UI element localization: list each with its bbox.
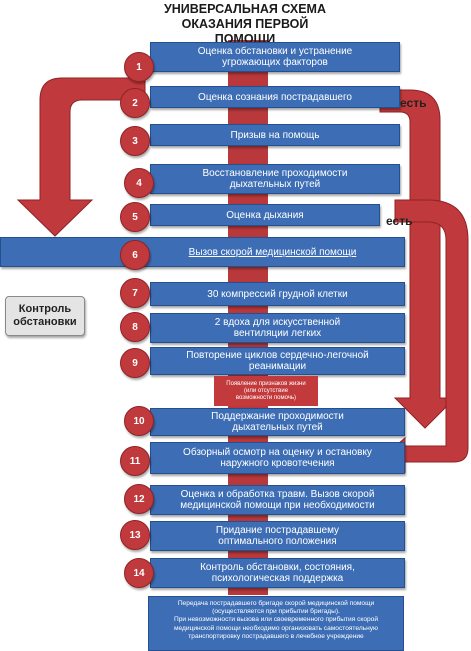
step-12-text-2: медицинской помощи при необходимости bbox=[180, 500, 375, 511]
step-9-text-2: реанимации bbox=[248, 361, 307, 372]
step-number-4: 4 bbox=[124, 168, 154, 198]
step-box-14: Контроль обстановки, состояния,психологи… bbox=[150, 558, 405, 588]
step-1-text-1: Оценка обстановки и устранение bbox=[197, 46, 353, 57]
step-3-text: Призыв на помощь bbox=[230, 129, 320, 141]
step-box-3: Призыв на помощь bbox=[150, 124, 400, 146]
footer-text-2: (осуществляется при прибытии бригады). bbox=[212, 608, 340, 616]
step-13-text-2: оптимального положения bbox=[218, 536, 337, 547]
step-5-text: Оценка дыхания bbox=[226, 209, 304, 221]
step-number-6: 6 bbox=[120, 240, 150, 270]
step-box-5: Оценка дыхания bbox=[150, 204, 380, 226]
step-number-8: 8 bbox=[120, 312, 150, 342]
yes-label-2: есть bbox=[386, 214, 413, 228]
signs-text-2: (или отсутствие bbox=[243, 387, 289, 394]
step-13-text-1: Придание пострадавшему bbox=[215, 525, 340, 536]
step-11-text-2: наружного кровотечения bbox=[220, 458, 335, 469]
cannot-eliminate-text-1: Не возможно bbox=[66, 58, 110, 65]
step-number-2: 2 bbox=[120, 88, 150, 118]
signs-of-life-label: Появление признаков жизни (или отсутстви… bbox=[214, 376, 318, 406]
step-box-6: Вызов скорой медицинской помощи bbox=[0, 237, 405, 267]
yes-label-1: есть bbox=[400, 96, 427, 110]
step-number-12: 12 bbox=[124, 484, 154, 514]
step-6-text: Вызов скорой медицинской помощи bbox=[188, 246, 357, 258]
cannot-eliminate-text-2: устранить bbox=[71, 66, 105, 73]
signs-text-3: возможности помочь) bbox=[235, 394, 297, 401]
step-number-10: 10 bbox=[124, 406, 154, 436]
kontrol-text-1: Контроль bbox=[18, 303, 72, 315]
step-1-text-2: угрожающих факторов bbox=[222, 57, 328, 68]
footer-text-4: медицинской помощи необходимо организова… bbox=[174, 624, 378, 632]
step-box-2: Оценка сознания пострадавшего bbox=[150, 86, 400, 108]
signs-text-1: Появление признаков жизни bbox=[226, 380, 306, 387]
breathing-yes-arrow bbox=[384, 199, 469, 474]
conscious-yes-arrow bbox=[379, 89, 457, 429]
step-14-text-2: психологическая поддержка bbox=[211, 573, 344, 584]
step-number-3: 3 bbox=[120, 126, 150, 156]
footer-text-5: транспортировку пострадавшего в лечебное… bbox=[188, 632, 364, 640]
step-number-13: 13 bbox=[120, 520, 150, 550]
step-12-text-1: Оценка и обработка травм. Вызов скорой bbox=[180, 489, 375, 500]
cannot-eliminate-label: Не возможно устранить bbox=[56, 58, 120, 74]
step-box-7: 30 компрессий грудной клетки bbox=[150, 282, 405, 306]
step-11-text-1: Обзорный осмотр на оценку и остановку bbox=[183, 447, 372, 458]
handover-footer: Передача пострадавшего бригаде скорой ме… bbox=[148, 596, 404, 651]
step-4-text-2: дыхательных путей bbox=[229, 179, 321, 190]
step-8-text-1: 2 вдоха для искусственной bbox=[214, 317, 341, 328]
step-10-text-1: Поддержание проходимости bbox=[211, 411, 344, 422]
step-10-text-2: дыхательных путей bbox=[232, 422, 323, 433]
step-7-text: 30 компрессий грудной клетки bbox=[207, 288, 348, 300]
kontrol-box: Контроль обстановки bbox=[5, 296, 85, 336]
step-2-text: Оценка сознания пострадавшего bbox=[198, 91, 352, 103]
step-number-5: 5 bbox=[120, 202, 150, 232]
title-line-1: УНИВЕРСАЛЬНАЯ СХЕМА bbox=[163, 2, 326, 16]
diagram-title: УНИВЕРСАЛЬНАЯ СХЕМА ОКАЗАНИЯ ПЕРВОЙ ПОМО… bbox=[150, 2, 340, 47]
step-number-9: 9 bbox=[120, 348, 150, 378]
step-14-text-1: Контроль обстановки, состояния, bbox=[200, 562, 355, 573]
cannot-eliminate-arrow bbox=[16, 60, 146, 237]
step-number-1: 1 bbox=[124, 52, 154, 82]
step-number-11: 11 bbox=[120, 446, 150, 476]
step-9-text-1: Повторение циклов сердечно-легочной bbox=[186, 350, 369, 361]
step-8-text-2: вентиляции легких bbox=[233, 328, 322, 339]
step-number-7: 7 bbox=[120, 278, 150, 308]
kontrol-text-2: обстановки bbox=[13, 316, 77, 328]
step-number-14: 14 bbox=[124, 558, 154, 588]
step-4-text-1: Восстановление проходимости bbox=[202, 168, 348, 179]
footer-text-3: При невозможности вызова или своевременн… bbox=[173, 616, 379, 624]
footer-text-1: Передача пострадавшего бригаде скорой ме… bbox=[177, 600, 375, 607]
